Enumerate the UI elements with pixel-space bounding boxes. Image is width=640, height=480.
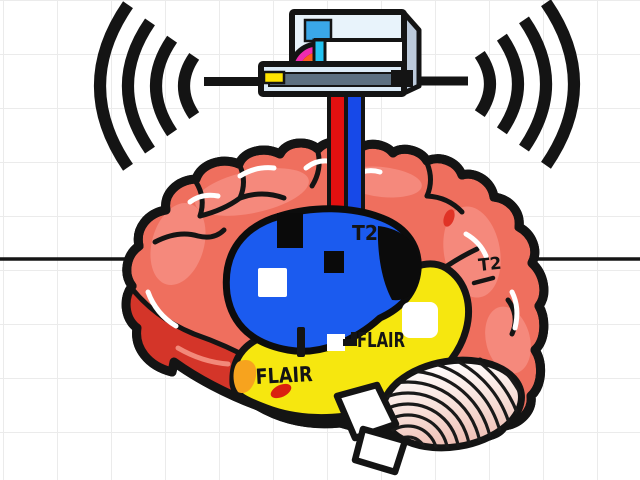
flair-step-mark [343,332,357,346]
brain-stem [333,381,409,476]
sequence-labels: T2 T2 FLAIR FLAIR [255,221,502,389]
lesion-black-small [324,251,344,273]
device-arm-right [417,76,468,86]
label-t2-blue: T2 [352,221,378,245]
brain-red-dot [443,209,455,227]
red-spot [270,383,292,399]
lesion-white-yellow-small [327,334,345,351]
orange-spot [233,359,257,394]
device-chip-black [391,70,413,87]
signal-waves-right-icon [474,0,580,169]
label-flair-mid: FLAIR [357,328,405,352]
blue-region-dark-cap [377,226,421,301]
label-flair-lower: FLAIR [255,362,313,389]
scanner-device [204,9,468,97]
device-slot [268,72,398,87]
device-arm-left [204,77,263,86]
tick-bar [297,327,305,357]
blue-region [222,205,422,355]
label-t2-cortex: T2 [477,254,502,276]
device-blue-panel [303,18,333,43]
lesion-black-large [277,213,303,248]
yellow-region-marks [297,302,438,357]
lesion-white-yellow-large [402,302,438,338]
signal-waves-left-icon [94,1,200,171]
lesion-white-blue [258,268,287,297]
device-chip-yellow [262,70,286,85]
